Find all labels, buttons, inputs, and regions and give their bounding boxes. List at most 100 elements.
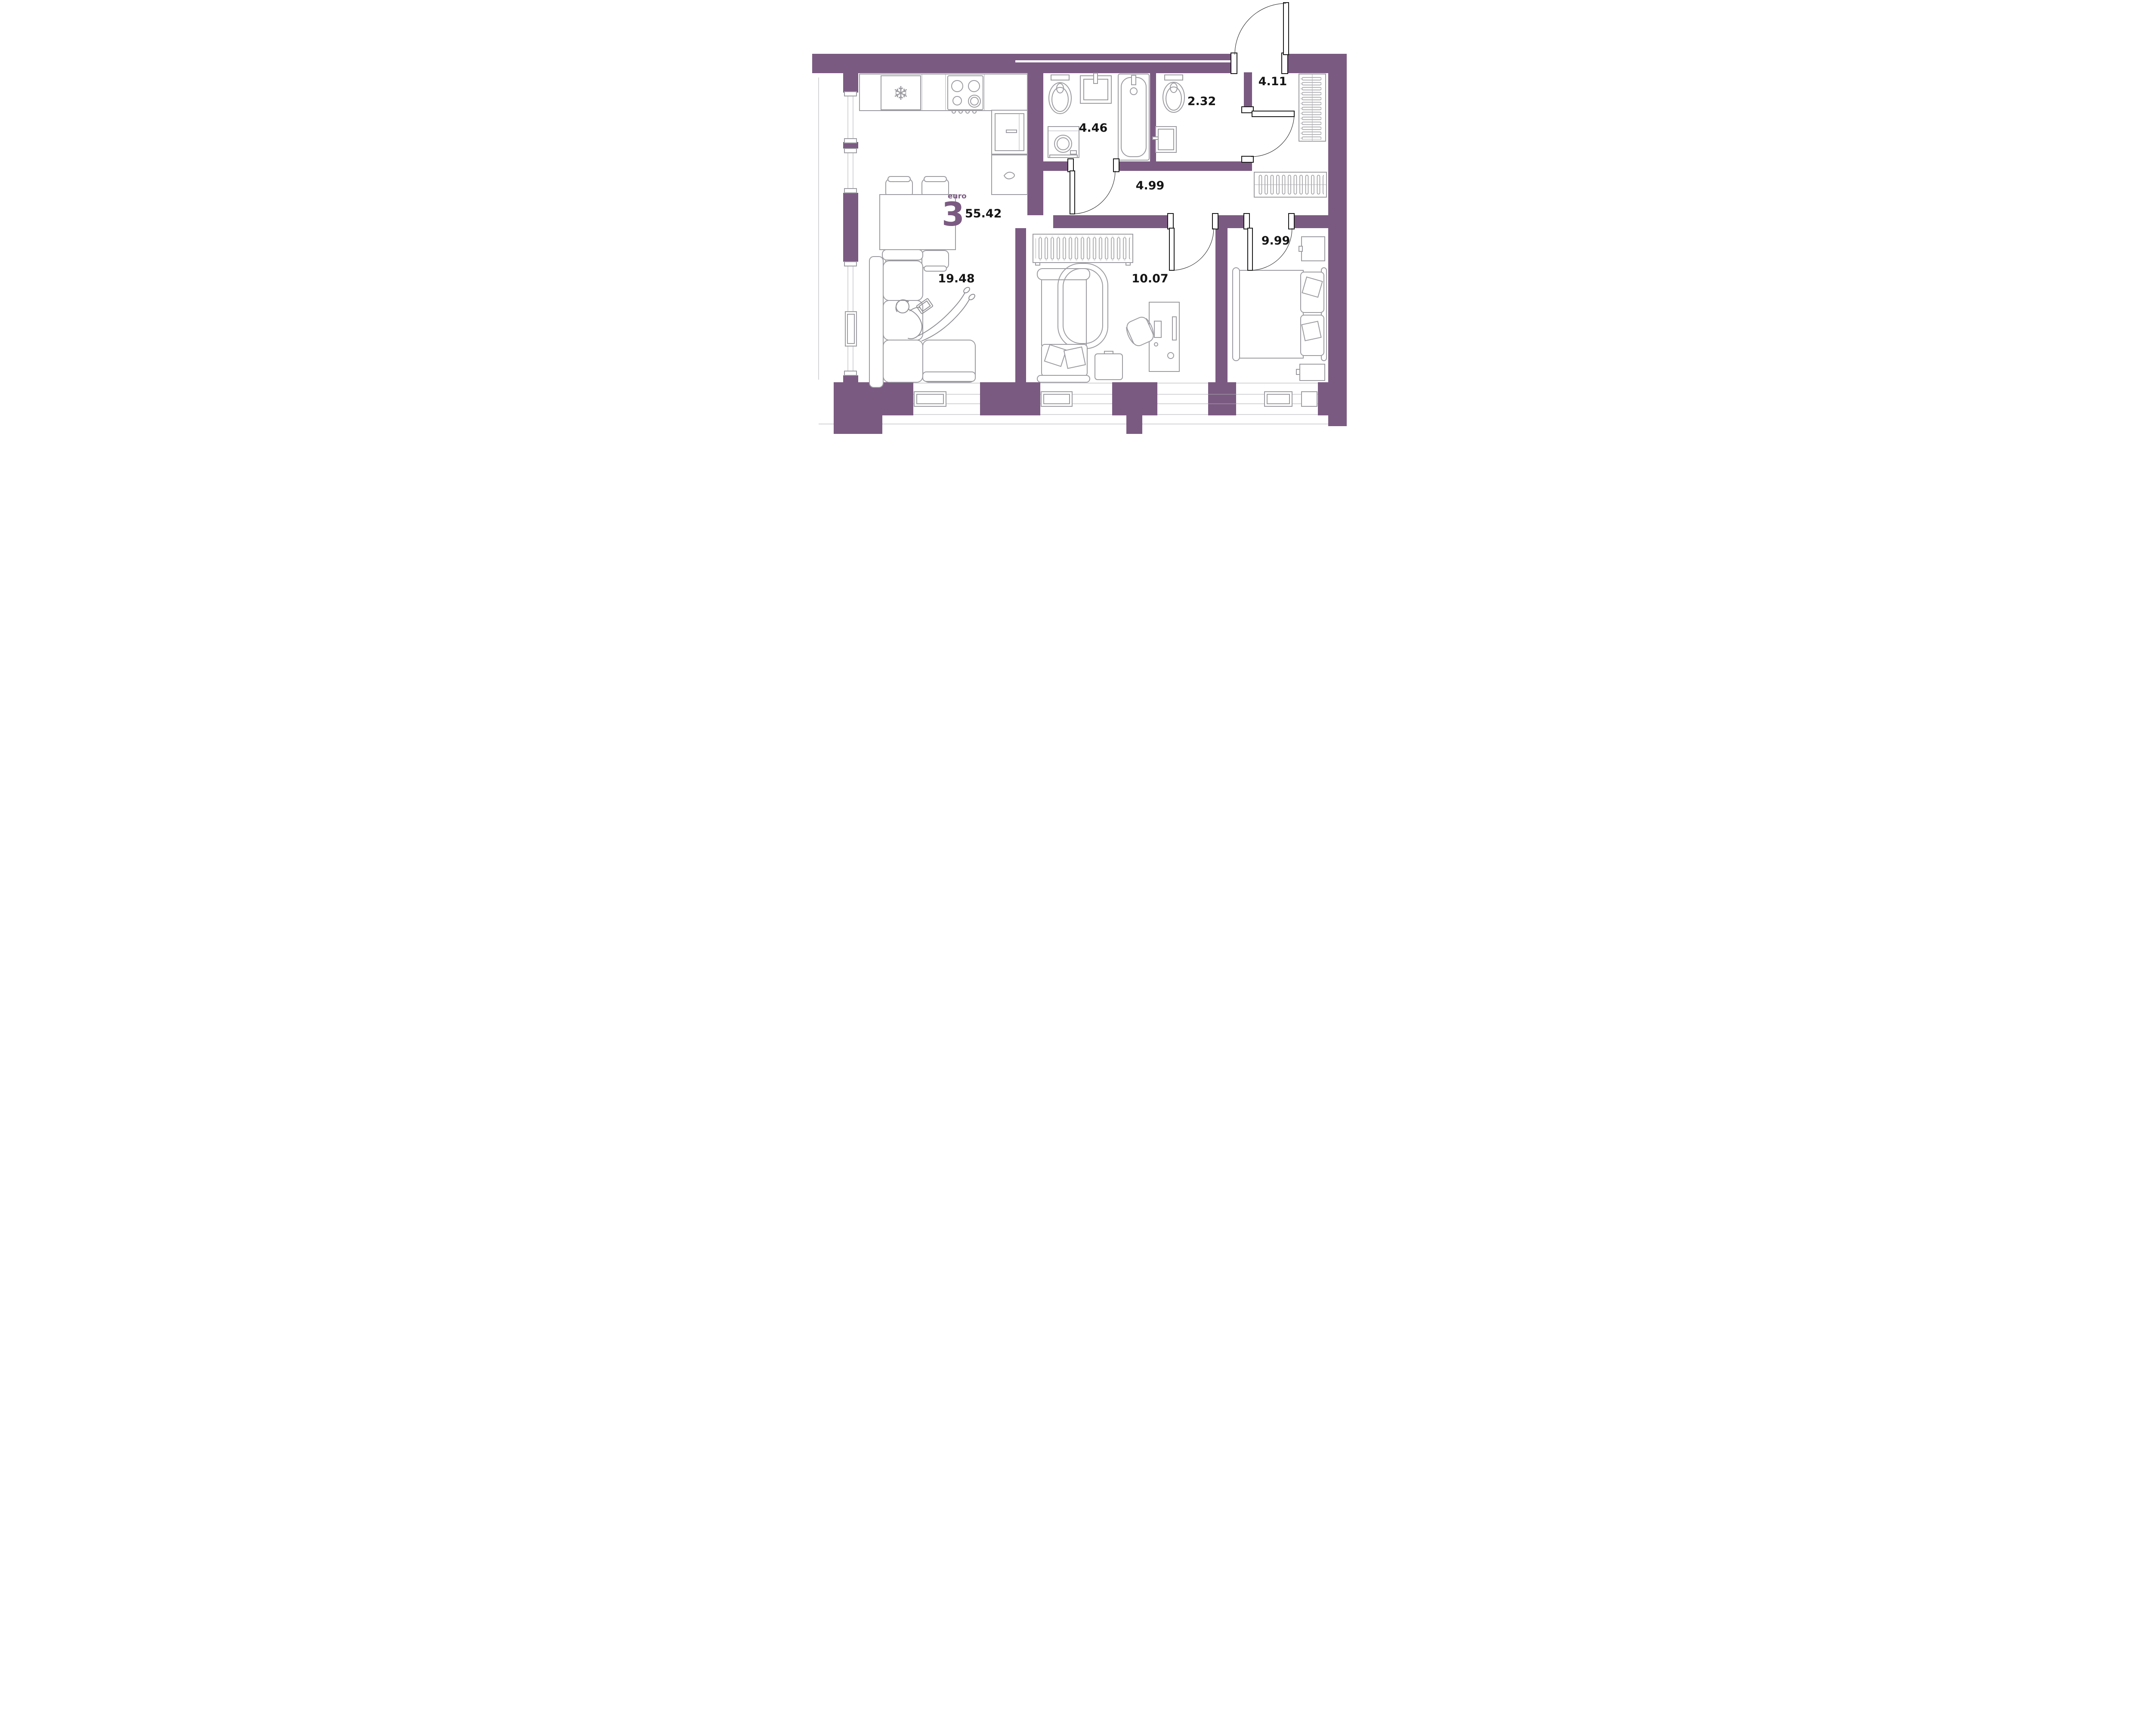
bed-single <box>1036 263 1108 383</box>
door-leaf <box>1169 228 1175 271</box>
door-swing-arc <box>1234 3 1286 55</box>
window-bottom-living <box>913 391 980 407</box>
room-labels: 4.46 2.32 4.11 4.99 19.48 10.07 9.99 <box>938 75 1290 285</box>
wall-left-pier-1 <box>843 72 858 93</box>
wall-bath-bottom-a <box>1043 161 1073 171</box>
window-bottom-bedroom2 <box>1236 391 1318 407</box>
bathtub <box>1117 74 1150 161</box>
room-label-hallway: 4.11 <box>1258 75 1287 88</box>
door-leaf <box>1283 2 1289 55</box>
snowflake-icon: ❄ <box>893 83 909 105</box>
wall-bath-bottom-b <box>1114 161 1252 171</box>
wall-left-mullion <box>843 142 858 149</box>
window-bottom-strip <box>1157 394 1236 404</box>
door-jamb <box>1212 213 1218 229</box>
wall-bottom-pier-5 <box>1317 382 1347 415</box>
desk-chair <box>1125 316 1154 347</box>
sofa <box>869 249 976 388</box>
nightstand <box>1301 236 1325 261</box>
laptop <box>916 298 933 314</box>
hallway <box>1253 74 1327 198</box>
door-swing-arc <box>1171 228 1214 271</box>
windows <box>844 91 1318 407</box>
door-jamb <box>1113 158 1119 172</box>
wc-sink <box>1152 126 1177 153</box>
pillow <box>1044 344 1067 367</box>
wc <box>1152 74 1185 153</box>
wall-bedroom1-bedroom2 <box>1215 228 1228 382</box>
wall-left-block <box>843 193 858 262</box>
floor-plan-svg: ❄ <box>805 0 1347 434</box>
bed-double <box>1232 267 1327 361</box>
wall-top-right <box>1282 54 1347 73</box>
bathroom <box>1047 73 1150 161</box>
washing-machine <box>1047 126 1079 158</box>
dining-table <box>879 194 956 250</box>
door-jamb <box>1241 156 1254 163</box>
kitchen-tall-cabinet <box>991 110 1028 155</box>
walls <box>812 54 1347 434</box>
room-label-bathroom: 4.46 <box>1079 121 1107 135</box>
wall-kitchen-bath <box>1027 72 1043 215</box>
room-label-bedroom1: 10.07 <box>1132 272 1168 285</box>
wall-bottom-pier-4 <box>1208 382 1236 415</box>
door-jamb <box>1241 106 1254 113</box>
door-swing-arc <box>1249 228 1292 271</box>
door-jamb <box>1167 213 1174 229</box>
nightstand <box>1299 364 1325 381</box>
room-label-bedroom2: 9.99 <box>1261 234 1290 248</box>
wall-corridor-c <box>1290 215 1328 228</box>
mouse <box>1153 342 1158 347</box>
wall-bottom-pier-3 <box>1112 382 1157 415</box>
pillow <box>1063 346 1086 369</box>
entrance-wardrobe <box>1298 74 1326 142</box>
plan-total-area: 55.42 <box>965 207 1002 220</box>
kitchen-sink-cabinet <box>991 155 1028 195</box>
wardrobe-bedroom1 <box>1032 234 1133 266</box>
window-bottom-bedroom1 <box>1040 391 1112 407</box>
stove <box>947 75 983 114</box>
wc-door <box>1241 106 1295 163</box>
wall-bottom-corner-stub <box>833 415 882 434</box>
wall-bottom-pier-3-stub <box>1126 415 1142 434</box>
keyboard <box>1153 321 1162 338</box>
wall-wc-hall-upper <box>1243 72 1252 108</box>
toilet <box>1048 74 1072 114</box>
kitchen: ❄ <box>859 74 1028 388</box>
window-left-2 <box>844 148 857 193</box>
room-label-wc: 2.32 <box>1187 95 1216 108</box>
pouf <box>1094 353 1123 380</box>
door-leaf <box>1251 111 1295 117</box>
door-jamb <box>1281 53 1288 74</box>
hall-wardrobe <box>1253 172 1327 198</box>
door-jamb <box>1243 213 1250 229</box>
doors <box>1067 2 1295 271</box>
bedroom1-door <box>1167 213 1218 271</box>
door-swing-arc <box>1072 170 1115 214</box>
door-swing-arc <box>1251 113 1294 157</box>
wall-right <box>1328 72 1347 426</box>
person-illustration <box>895 287 975 341</box>
floor-plan-page: ❄ <box>805 0 1347 434</box>
window-left-1 <box>844 91 857 143</box>
door-jamb <box>1067 158 1074 172</box>
plan-type-label: euro <box>948 192 967 201</box>
door-leaf <box>1247 228 1253 271</box>
bathroom-door <box>1067 158 1119 214</box>
wall-bath-wc <box>1150 72 1156 161</box>
plan-summary: euro 3 55.42 <box>942 192 1002 233</box>
bedroom2-door <box>1243 213 1295 271</box>
wall-top-left <box>812 54 1234 73</box>
bedroom2 <box>1232 236 1327 381</box>
plan-rooms-count: 3 <box>942 195 965 233</box>
sink-drop-icon <box>1003 172 1015 179</box>
monitor <box>1172 316 1177 340</box>
room-label-corridor: 4.99 <box>1135 179 1164 192</box>
desk-area <box>1125 302 1180 372</box>
room-label-kitchen-living: 19.48 <box>938 272 974 285</box>
pouf-handle <box>1104 351 1113 354</box>
wall-corridor-a <box>1053 215 1171 228</box>
wc-toilet <box>1162 74 1185 113</box>
window-left-3 <box>844 261 857 376</box>
bedroom1 <box>1032 234 1180 383</box>
